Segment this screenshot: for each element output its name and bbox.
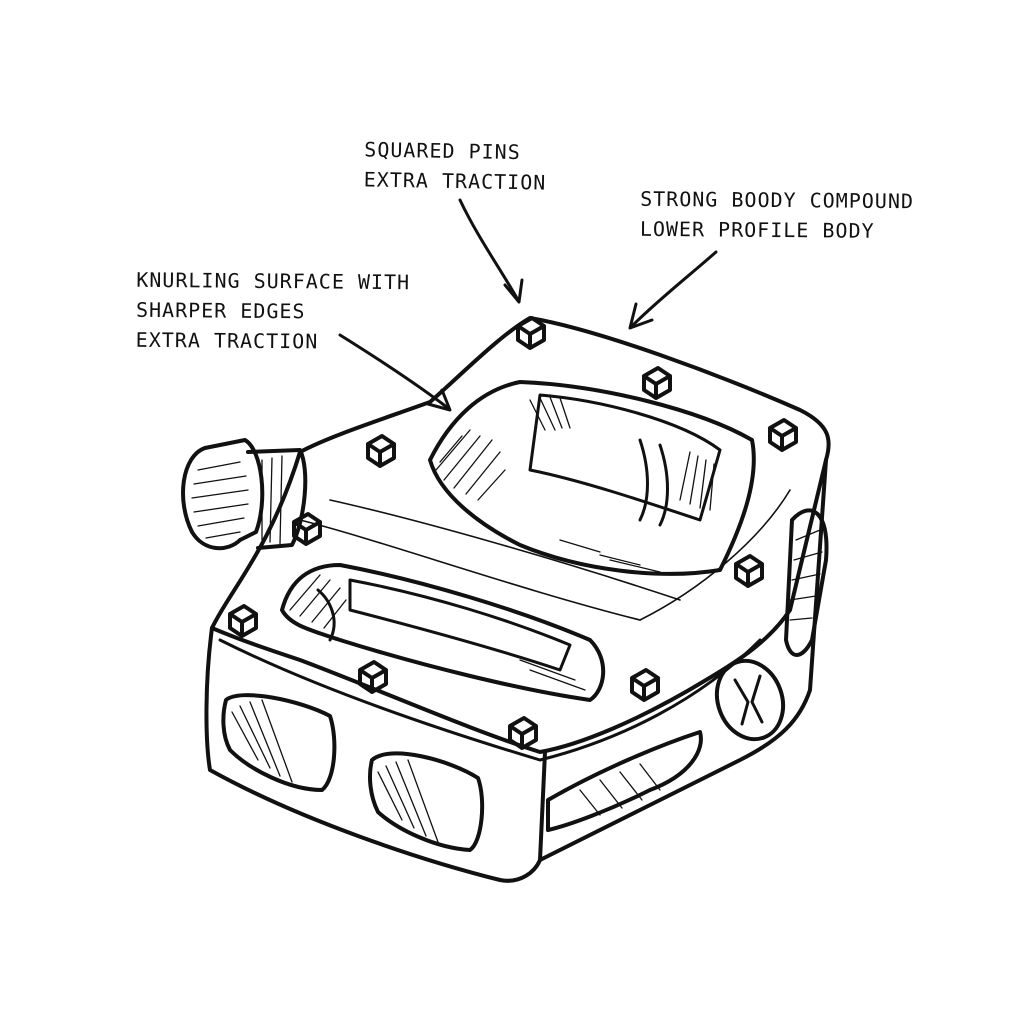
square-pin-icon — [366, 434, 396, 468]
square-pin-icon — [642, 366, 672, 400]
annotation-line: sharper edges — [135, 297, 306, 324]
square-pin-icon — [358, 660, 388, 694]
lower-window — [280, 563, 606, 702]
axle-cap — [181, 446, 242, 551]
body-front-face — [204, 626, 547, 883]
square-pin-icon — [734, 554, 764, 588]
body-side-face — [538, 458, 828, 862]
square-pin-icon — [508, 716, 538, 750]
arrow-knurl — [338, 333, 450, 410]
front-windows — [221, 693, 485, 852]
arrow-body — [630, 250, 718, 328]
arrow-pins — [458, 198, 520, 302]
annotation-squared-pins: Squared pins Extra traction — [363, 134, 547, 197]
axle-cap-back — [203, 438, 265, 542]
side-windows — [546, 508, 829, 832]
arrow-knurl-head — [426, 388, 452, 412]
arrow-body-head — [628, 302, 654, 330]
square-pin-icon — [630, 668, 660, 702]
upper-window — [428, 380, 756, 576]
annotation-line: Squared pins — [364, 137, 521, 165]
annotation-line: Lower profile body — [639, 216, 875, 243]
square-pin-icon — [768, 418, 798, 452]
arrow-pins-head — [503, 278, 524, 304]
annotation-line: Extra traction — [363, 167, 547, 195]
annotation-line: Extra traction — [135, 327, 319, 354]
annotation-knurling-surface: Knurling surface with sharper edges Extr… — [136, 265, 411, 357]
square-pin-icon — [292, 512, 322, 546]
annotation-body-compound: Strong boody compound Lower profile body — [640, 184, 914, 246]
annotation-line: Strong boody compound — [640, 186, 915, 214]
square-pins — [228, 316, 798, 750]
pedal-brand-logo — [714, 658, 786, 742]
annotation-line: Knurling surface with — [136, 267, 411, 295]
leader-arrows — [338, 198, 718, 412]
square-pin-icon — [228, 604, 258, 638]
square-pin-icon — [516, 316, 546, 350]
